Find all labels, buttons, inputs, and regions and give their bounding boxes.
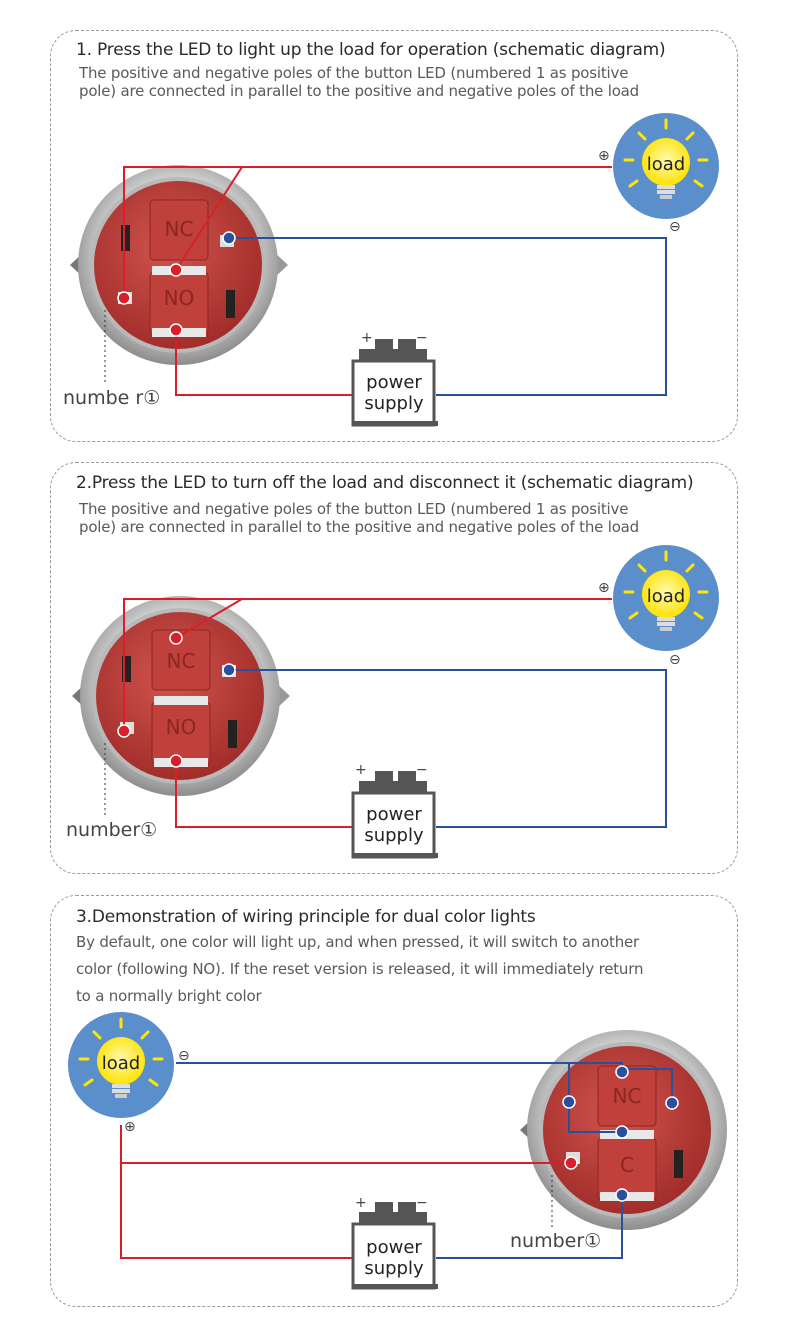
section-1-title: 1. Press the LED to light up the load fo… [76, 40, 666, 60]
negative-symbol: ⊖ [669, 219, 681, 235]
positive-wire [175, 330, 352, 396]
section-2-title: 2.Press the LED to turn off the load and… [76, 473, 694, 493]
section-3-title: 3.Demonstration of wiring principle for … [76, 907, 536, 927]
positive-wire [175, 598, 243, 639]
positive-wire [175, 166, 243, 271]
nc-terminal-label: NC [167, 649, 196, 673]
section-3-desc-line: By default, one color will light up, and… [76, 933, 640, 951]
negative-wire [622, 1068, 673, 1103]
section-1-description: The positive and negative poles of the b… [79, 64, 639, 100]
power-supply-battery: + − power supply [351, 330, 438, 427]
nc-terminal-label: NC [165, 217, 194, 241]
positive-wire [123, 166, 612, 298]
section-3-panel [50, 895, 738, 1307]
load-label: load [647, 586, 685, 607]
negative-symbol: ⊖ [178, 1048, 190, 1064]
c-terminal-label: C [620, 1153, 634, 1177]
load-bulb-icon: load [613, 545, 719, 651]
section-1-desc-line: The positive and negative poles of the b… [79, 64, 629, 82]
negative-symbol: ⊖ [669, 652, 681, 668]
svg-text:−: − [416, 1195, 428, 1211]
section-2-description: The positive and negative poles of the b… [79, 500, 639, 536]
load-label: load [102, 1053, 140, 1074]
positive-symbol: ⊕ [598, 580, 610, 596]
section-1-panel [50, 30, 738, 442]
svg-text:supply: supply [364, 825, 424, 846]
section-1-desc-line: pole) are connected in parallel to the p… [79, 82, 639, 100]
no-terminal-label: NO [164, 286, 195, 310]
positive-wire [123, 598, 612, 731]
negative-wire [229, 669, 667, 828]
positive-symbol: ⊕ [124, 1119, 136, 1135]
svg-text:+: + [355, 762, 367, 778]
power-supply-battery: + − power supply [351, 1195, 438, 1290]
negative-wire [229, 237, 667, 396]
svg-text:−: − [416, 762, 428, 778]
power-supply-battery: + − power supply [351, 762, 438, 859]
svg-text:+: + [355, 1195, 367, 1211]
positive-wire [120, 1163, 352, 1259]
nc-terminal-label: NC [613, 1084, 642, 1108]
section-3-desc-line: color (following NO). If the reset versi… [76, 960, 644, 978]
positive-wire [120, 1125, 571, 1164]
load-bulb-icon: load [68, 1012, 174, 1118]
load-label: load [647, 154, 685, 175]
no-terminal-label: NO [166, 715, 197, 739]
svg-text:−: − [416, 330, 428, 346]
positive-wire [175, 761, 352, 828]
section-2-panel [50, 462, 738, 874]
section-2-desc-line: The positive and negative poles of the b… [79, 500, 629, 518]
section-3-desc-line: to a normally bright color [76, 987, 262, 1005]
svg-text:supply: supply [364, 1258, 424, 1279]
push-button-switch: NC NO [72, 596, 290, 796]
svg-text:supply: supply [364, 393, 424, 414]
load-bulb-icon: load [613, 113, 719, 219]
section-3-description: By default, one color will light up, and… [76, 929, 643, 1010]
svg-text:power: power [366, 1237, 422, 1258]
section-2-desc-line: pole) are connected in parallel to the p… [79, 518, 639, 536]
number-1-label: number① [510, 1230, 601, 1252]
negative-wire [436, 1195, 623, 1259]
positive-symbol: ⊕ [598, 148, 610, 164]
svg-text:+: + [361, 330, 373, 346]
svg-text:power: power [366, 804, 422, 825]
number-1-label: number① [66, 819, 157, 841]
negative-wire [568, 1063, 622, 1133]
svg-text:power: power [366, 372, 422, 393]
number-1-label: numbe r① [63, 387, 160, 409]
